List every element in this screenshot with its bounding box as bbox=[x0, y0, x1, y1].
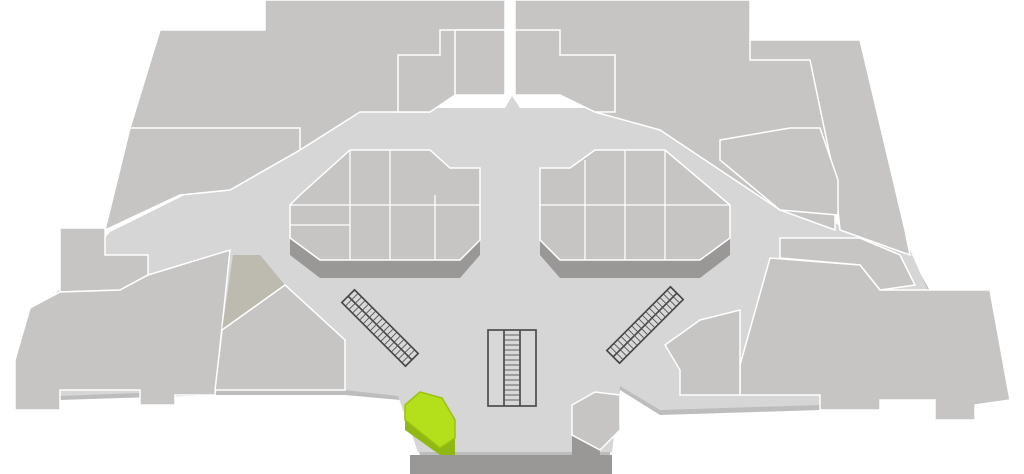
escalator-icon bbox=[487, 329, 537, 407]
island-right bbox=[539, 149, 731, 278]
store-top-left-inner[interactable] bbox=[454, 29, 506, 96]
store-group-bottom bbox=[410, 391, 621, 474]
store-left-lower[interactable] bbox=[14, 248, 231, 411]
store-right-center[interactable] bbox=[664, 309, 741, 396]
store-right-upper[interactable] bbox=[719, 127, 839, 216]
store-top-right-edge[interactable] bbox=[749, 39, 911, 257]
store-top-right-mid[interactable] bbox=[514, 29, 616, 113]
escalator-icon bbox=[605, 285, 685, 365]
store-group-right bbox=[664, 127, 1011, 421]
store-left-center[interactable] bbox=[214, 284, 346, 391]
store-group-left bbox=[14, 127, 346, 411]
store-right-lower[interactable] bbox=[739, 257, 1011, 421]
escalator-icon bbox=[340, 288, 420, 368]
selected-store[interactable] bbox=[404, 391, 456, 455]
store-bottom-right-kiosk[interactable] bbox=[571, 391, 621, 451]
island-left bbox=[289, 149, 481, 278]
service-zone bbox=[222, 255, 285, 330]
